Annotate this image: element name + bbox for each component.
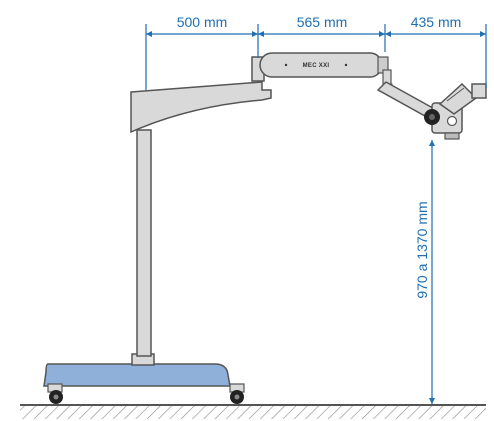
- articulated-arm: MEC XXI: [259, 52, 389, 78]
- objective-lens-icon: [446, 115, 458, 127]
- dimension-label-500: 500 mm: [177, 14, 228, 30]
- lens-mount: [444, 132, 460, 140]
- dimension-label-height: 970 a 1370 mm: [414, 201, 430, 298]
- stand-base: [43, 353, 245, 404]
- product-label: MEC XXI: [303, 63, 330, 69]
- microscope-head: [424, 82, 487, 140]
- stand-column: [136, 129, 152, 357]
- floor-hatch: [20, 405, 486, 419]
- dimension-label-435: 435 mm: [411, 14, 462, 30]
- stand-arm: [130, 81, 272, 134]
- right-caster: [229, 383, 245, 404]
- vertical-dimension: 970 a 1370 mm: [414, 140, 435, 404]
- left-caster: [47, 383, 63, 404]
- floor: [20, 404, 486, 419]
- horizontal-dimensions: 500 mm 565 mm 435 mm: [145, 14, 487, 90]
- dimension-label-565: 565 mm: [297, 14, 348, 30]
- eyepiece: [471, 83, 487, 99]
- base-body: [43, 363, 231, 387]
